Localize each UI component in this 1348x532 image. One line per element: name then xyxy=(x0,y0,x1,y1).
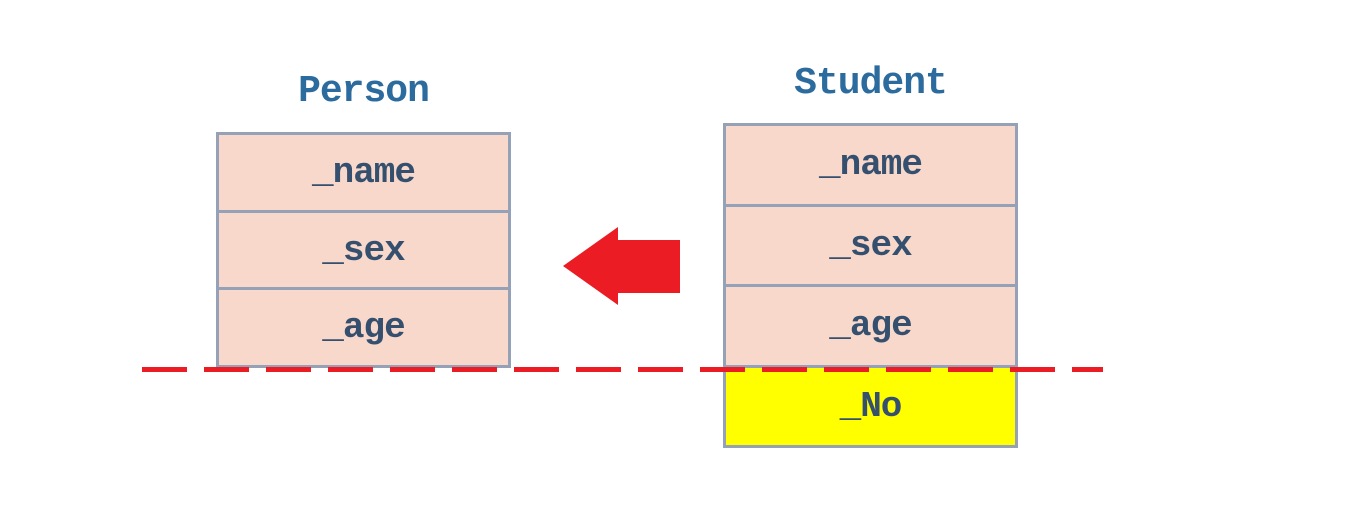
person-field-name: _name xyxy=(219,135,508,210)
student-class-title: Student xyxy=(794,62,948,105)
student-field-age: _age xyxy=(726,284,1015,365)
inheritance-cut-line xyxy=(142,367,1103,372)
left-arrow-icon xyxy=(563,227,680,305)
student-class-box: _name _sex _age _No xyxy=(723,123,1018,448)
student-field-name: _name xyxy=(726,126,1015,204)
person-field-sex: _sex xyxy=(219,209,508,288)
student-field-no-highlighted: _No xyxy=(726,364,1015,445)
person-field-age: _age xyxy=(219,287,508,366)
person-class-title: Person xyxy=(298,70,430,113)
person-class-box: _name _sex _age xyxy=(216,132,511,368)
student-field-sex: _sex xyxy=(726,203,1015,284)
